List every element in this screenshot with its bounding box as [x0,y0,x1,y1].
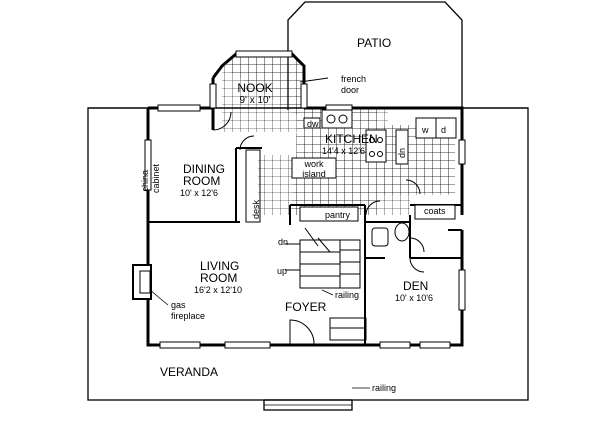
french-door-label-1: french [341,74,367,84]
french-door-label-2: door [341,85,360,95]
work-island-label-2: island [302,169,326,179]
stairs [285,227,361,289]
stairs-up-label: up [277,266,288,276]
patio-label: PATIO [357,36,392,50]
work-island-label-1: work [304,159,324,169]
kitchen-label: KITCHEN [325,132,378,146]
nook-size: 9' x 10' [239,95,271,106]
living-size: 16'2 x 12'10 [194,285,242,295]
gas-fireplace-label-1: gas [171,300,186,310]
kitchen-size: 14'4 x 12'6 [322,146,365,156]
dishwasher-label: dw [307,119,319,129]
china-cabinet-label-2: cabinet [151,164,161,194]
den-size: 10' x 10'6 [395,293,433,303]
washer-label: w [422,125,429,135]
gas-fireplace-label-2: fireplace [171,311,206,321]
fireplace [132,264,169,306]
coats-label: coats [424,206,446,216]
stair-railing-label: railing [335,290,360,300]
pantry-label: pantry [325,210,351,220]
dining-label-2: ROOM [183,174,221,188]
porch-railing-label: railing [372,383,397,393]
patio-outline [287,1,463,110]
den-label: DEN [403,279,429,293]
dining-label-1: DINING [183,162,225,176]
desk-label: desk [251,200,261,220]
living-label-1: LIVING [200,259,240,273]
nook-label: NOOK [237,81,273,95]
kitchen-tile-floor [222,54,455,215]
kitchen-fixtures [291,109,457,222]
doors [212,77,425,346]
living-label-2: ROOM [200,271,238,285]
kitchen-up-label: up [398,148,408,159]
foyer-label: FOYER [285,300,327,314]
veranda-label: VERANDA [160,365,219,379]
powder-room [371,222,410,247]
windows [144,50,466,349]
dryer-label: d [441,125,447,135]
stairs-down-label: dn [278,237,289,247]
dining-size: 10' x 12'6 [180,188,218,198]
